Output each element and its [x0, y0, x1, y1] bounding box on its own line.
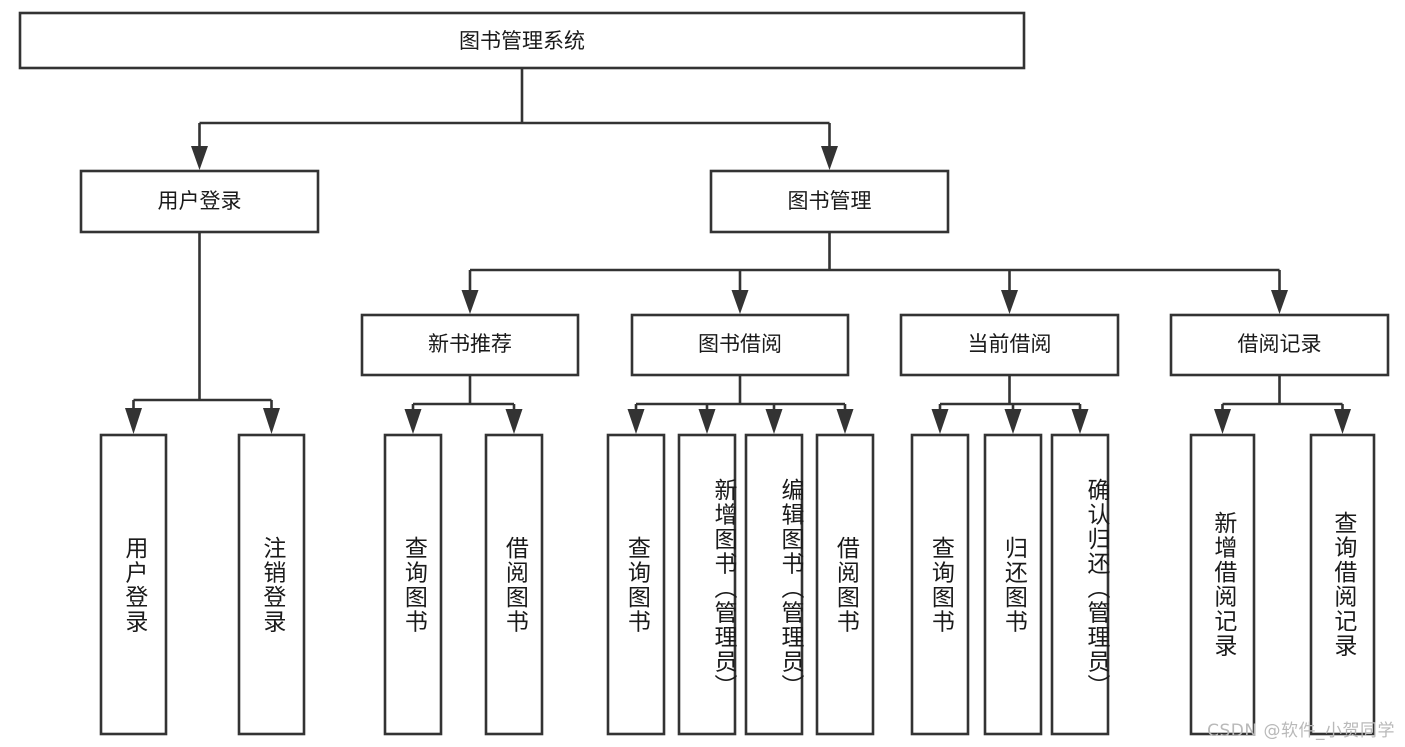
connector-group-borrow-record: [1214, 375, 1351, 434]
arrow-head-book-manage: [821, 146, 838, 170]
arrow-head-leaf-borrow-book-1: [505, 409, 523, 434]
connector-group-root: [191, 68, 838, 170]
node-box-current-borrow[interactable]: [899, 313, 1120, 377]
node-label-user-login: 用户登录: [158, 189, 242, 213]
node-box-book-manage[interactable]: [709, 169, 950, 234]
node-label-current-borrow: 当前借阅: [968, 332, 1052, 356]
node-label-book-borrow: 图书借阅: [698, 332, 782, 356]
connector-group-current-borrow: [931, 375, 1089, 434]
node-box-leaf-borrow-book-1[interactable]: [484, 433, 544, 736]
node-current-borrow[interactable]: 当前借阅: [899, 313, 1120, 377]
arrow-head-leaf-add-record: [1214, 409, 1231, 434]
node-box-leaf-add-record[interactable]: [1189, 433, 1256, 736]
node-box-leaf-query-book-2[interactable]: [606, 433, 666, 736]
node-label-book-manage: 图书管理: [788, 189, 872, 213]
arrow-head-leaf-borrow-book-2: [836, 409, 854, 434]
arrow-head-leaf-logout: [263, 408, 280, 434]
node-box-user-login[interactable]: [79, 169, 320, 234]
node-book-borrow[interactable]: 图书借阅: [630, 313, 850, 377]
node-box-leaf-add-book[interactable]: [677, 433, 737, 736]
node-box-leaf-edit-book[interactable]: [744, 433, 804, 736]
connector-group-user-login: [125, 232, 280, 434]
node-box-leaf-borrow-book-2[interactable]: [815, 433, 875, 736]
node-book-manage[interactable]: 图书管理: [709, 169, 950, 234]
node-box-leaf-query-book-1[interactable]: [383, 433, 443, 736]
connector-group-book-borrow: [627, 375, 854, 434]
arrow-head-leaf-query-book-1: [404, 409, 422, 434]
arrow-head-leaf-return-book: [1004, 409, 1022, 434]
node-label-new-book-rec: 新书推荐: [428, 332, 512, 356]
node-label-borrow-record: 借阅记录: [1238, 332, 1322, 356]
node-box-leaf-query-record[interactable]: [1309, 433, 1376, 736]
node-box-leaf-confirm-return[interactable]: [1050, 433, 1110, 736]
arrow-head-borrow-record: [1271, 290, 1288, 314]
leaf-nodes: [99, 433, 1376, 736]
arrow-head-leaf-query-book-3: [931, 409, 949, 434]
arrow-head-leaf-query-record: [1334, 409, 1351, 434]
node-box-root[interactable]: [18, 11, 1026, 70]
arrow-head-leaf-edit-book: [765, 409, 783, 434]
arrow-head-leaf-add-book: [698, 409, 716, 434]
node-box-borrow-record[interactable]: [1169, 313, 1390, 377]
arrow-head-current-borrow: [1001, 290, 1018, 314]
connector-group-book-manage: [461, 232, 1288, 314]
node-borrow-record[interactable]: 借阅记录: [1169, 313, 1390, 377]
arrow-head-leaf-query-book-2: [627, 409, 645, 434]
node-box-new-book-rec[interactable]: [360, 313, 580, 377]
arrow-head-book-borrow: [731, 290, 749, 314]
arrow-head-leaf-confirm-return: [1071, 409, 1089, 434]
node-new-book-rec[interactable]: 新书推荐: [360, 313, 580, 377]
arrow-head-new-book-rec: [461, 290, 479, 314]
arrow-head-leaf-user-login: [125, 408, 142, 434]
csdn-watermark: CSDN @软件_小贺同学: [1207, 721, 1395, 741]
arrow-head-user-login: [191, 146, 208, 170]
node-box-leaf-user-login[interactable]: [99, 433, 168, 736]
node-box-leaf-query-book-3[interactable]: [910, 433, 970, 736]
node-box-book-borrow[interactable]: [630, 313, 850, 377]
node-label-root: 图书管理系统: [459, 29, 585, 53]
node-box-leaf-return-book[interactable]: [983, 433, 1043, 736]
node-root[interactable]: 图书管理系统: [18, 11, 1026, 70]
node-user-login[interactable]: 用户登录: [79, 169, 320, 234]
connector-group-new-book-rec: [404, 375, 523, 434]
node-box-leaf-logout[interactable]: [237, 433, 306, 736]
